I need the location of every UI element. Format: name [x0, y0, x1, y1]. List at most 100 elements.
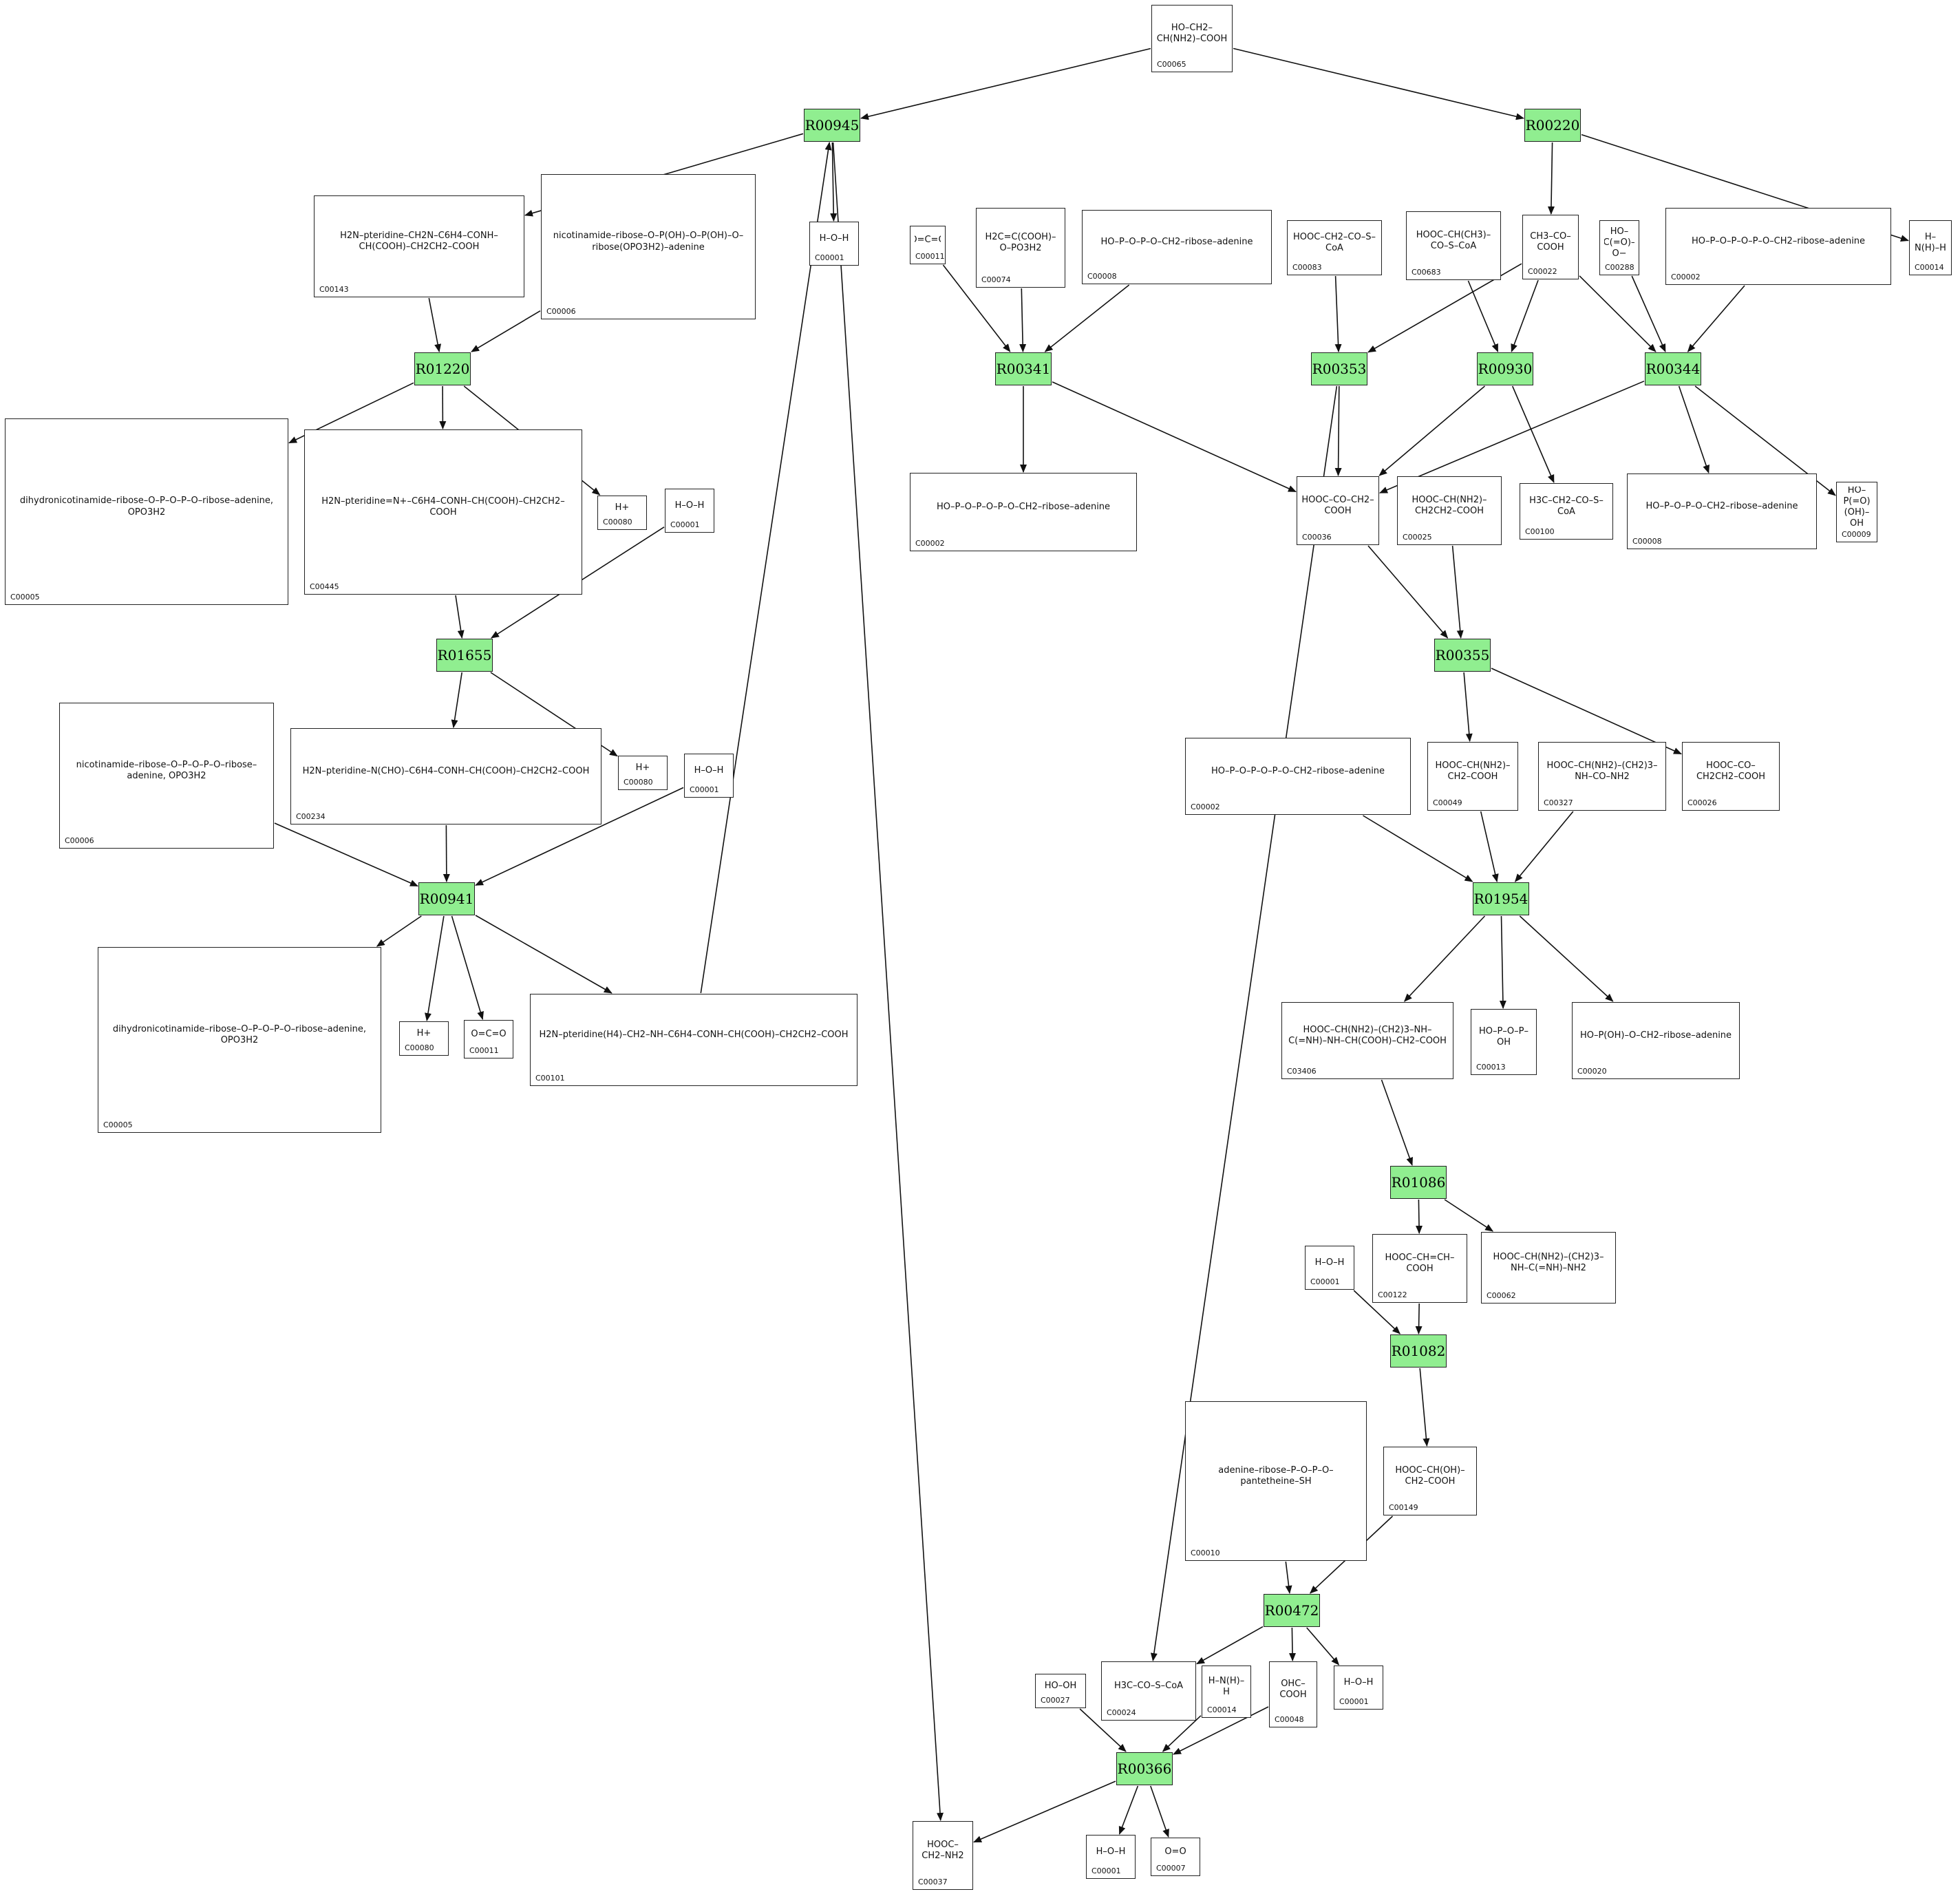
compound-structure: H2C=C(COOH)–O–PO3H2: [985, 231, 1056, 253]
compound-id-label: C00007: [1156, 1864, 1186, 1873]
compound-box-c00005a[interactable]: dihydronicotinamide–ribose–O–P–O–P–O–rib…: [5, 418, 288, 605]
compound-box-c03406[interactable]: HOOC–CH(NH2)–(CH2)3–NH–C(=NH)–NH–CH(COOH…: [1281, 1002, 1453, 1079]
compound-id-label: C00080: [603, 518, 632, 526]
compound-box-c00445[interactable]: H2N–pteridine=N+–C6H4–CONH–CH(COOH)–CH2C…: [304, 429, 582, 595]
reaction-node-r01655[interactable]: R01655: [436, 639, 493, 672]
reaction-node-r01954[interactable]: R01954: [1473, 882, 1529, 915]
compound-box-c00005b[interactable]: dihydronicotinamide–ribose–O–P–O–P–O–rib…: [98, 947, 381, 1133]
reaction-node-r00945[interactable]: R00945: [804, 109, 860, 142]
reaction-node-r00941[interactable]: R00941: [418, 882, 475, 915]
edge-c00027-to-R00366: [1079, 1708, 1127, 1752]
compound-box-c00080a[interactable]: H+C00080: [597, 496, 647, 530]
reaction-node-r00355[interactable]: R00355: [1434, 639, 1491, 672]
compound-id-label: C00049: [1433, 798, 1462, 807]
compound-structure: HOOC–CH(NH2)–(CH2)3–NH–C(=NH)–NH2: [1493, 1251, 1604, 1273]
compound-structure: CH3–CO–COOH: [1530, 231, 1571, 253]
compound-box-c00288[interactable]: HO–C(=O)–O−C00288: [1599, 220, 1639, 275]
compound-id-label: C03406: [1287, 1067, 1317, 1076]
compound-structure: HOOC–CO–CH2CH2–COOH: [1696, 760, 1766, 782]
edge-R00941-to-c00101: [475, 915, 612, 994]
compound-id-label: C00080: [405, 1043, 434, 1052]
compound-structure: HO–CH2–CH(NH2)–COOH: [1156, 22, 1228, 44]
edge-R00472-to-c00001f: [1306, 1627, 1340, 1666]
reaction-node-r01086[interactable]: R01086: [1390, 1166, 1447, 1199]
compound-structure: OHC–COOH: [1279, 1678, 1307, 1700]
reaction-node-r00366[interactable]: R00366: [1116, 1752, 1173, 1785]
edge-R00353-to-c00024: [1150, 385, 1338, 1661]
reaction-node-r00344[interactable]: R00344: [1645, 352, 1701, 385]
compound-box-c00143[interactable]: H2N–pteridine–CH2N–C6H4–CONH–CH(COOH)–CH…: [314, 195, 524, 297]
edge-R00941-to-c00005b: [376, 915, 422, 947]
reaction-node-r00220[interactable]: R00220: [1524, 109, 1581, 142]
edge-c00002c-to-R01954: [1363, 815, 1473, 882]
reaction-node-r00472[interactable]: R00472: [1264, 1594, 1320, 1627]
compound-box-c00006a[interactable]: nicotinamide–ribose–O–P(OH)–O–P(OH)–O–ri…: [541, 174, 756, 319]
compound-box-c00101[interactable]: H2N–pteridine(H4)–CH2–NH–C6H4–CONH–CH(CO…: [530, 994, 858, 1086]
edge-c00036-to-R00355: [1367, 545, 1449, 639]
edge-c00006b-to-R00941: [274, 822, 418, 887]
compound-id-label: C00143: [319, 285, 349, 294]
edge-c00143-to-R01220: [428, 297, 442, 352]
compound-box-c00049[interactable]: HOOC–CH(NH2)–CH2–COOH C00049: [1427, 742, 1518, 811]
compound-id-label: C00011: [915, 252, 945, 261]
reaction-node-r00353[interactable]: R00353: [1311, 352, 1367, 385]
compound-box-c00080b[interactable]: H+C00080: [618, 756, 668, 790]
compound-box-c00080c[interactable]: H+C00080: [399, 1021, 449, 1056]
edge-c00002a-to-R00344: [1687, 285, 1745, 352]
edge-R00366-to-c00007: [1150, 1785, 1169, 1838]
reaction-node-r01082[interactable]: R01082: [1390, 1334, 1447, 1368]
compound-structure: nicotinamide–ribose–O–P(OH)–O–P(OH)–O–ri…: [553, 231, 744, 253]
compound-structure: HOOC–CH(NH2)–(CH2)3–NH–CO–NH2: [1546, 760, 1658, 782]
edge-R00945-to-c00001a: [830, 142, 838, 222]
compound-box-c00234[interactable]: H2N–pteridine–N(CHO)–C6H4–CONH–CH(COOH)–…: [290, 728, 601, 824]
compound-structure: HOOC–CH(NH2)–(CH2)3–NH–C(=NH)–NH–CH(COOH…: [1288, 1024, 1447, 1046]
edge-R00341-to-c00036: [1052, 381, 1297, 493]
reaction-node-r01220[interactable]: R01220: [414, 352, 471, 385]
edge-R00355-to-c00049: [1463, 672, 1473, 742]
compound-structure: HO–OH: [1044, 1680, 1077, 1691]
compound-box-c00006b[interactable]: nicotinamide–ribose–O–P–O–P–O–ribose–ade…: [59, 703, 274, 849]
compound-id-label: C00149: [1389, 1503, 1418, 1512]
compound-structure: HOOC–CH(NH2)–CH2–COOH: [1435, 760, 1511, 782]
reaction-node-r00930[interactable]: R00930: [1477, 352, 1533, 385]
reaction-node-r00341[interactable]: R00341: [995, 352, 1052, 385]
edge-c00101-to-R00945: [700, 142, 832, 994]
